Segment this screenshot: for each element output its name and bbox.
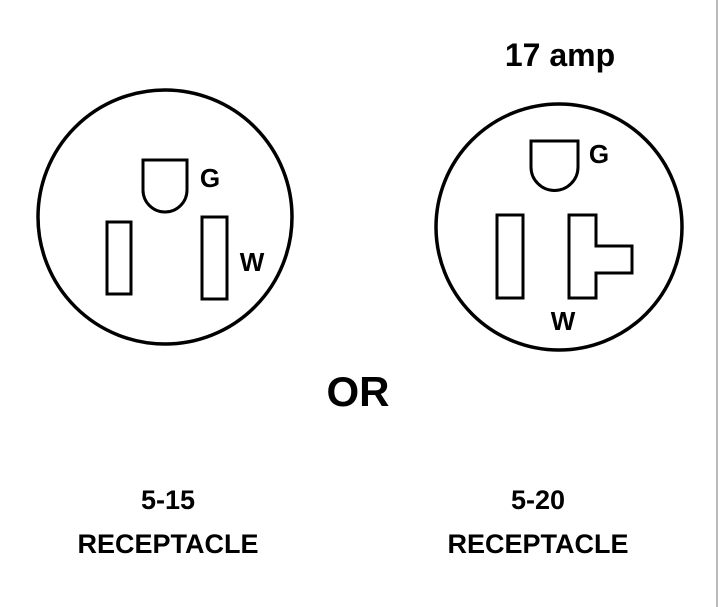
neutral-t-slot-5-20	[567, 213, 634, 300]
receptacle-5-20-outline	[434, 102, 684, 352]
hot-slot-5-15	[105, 220, 133, 296]
ground-slot-5-15	[141, 158, 189, 214]
right-border-line	[716, 0, 718, 607]
receptacle-label-5-15: RECEPTACLE	[77, 529, 258, 559]
receptacle-5-15-outline	[36, 88, 294, 346]
receptacle-code-5-20: 5-20	[511, 485, 565, 515]
or-separator: OR	[327, 368, 390, 415]
neutral-label-5-20: W	[551, 306, 576, 336]
receptacle-label-5-20: RECEPTACLE	[447, 529, 628, 559]
receptacle-code-5-15: 5-15	[141, 485, 195, 515]
hot-slot-5-20	[495, 213, 525, 300]
ground-slot-5-20	[529, 139, 580, 192]
neutral-label-5-15: W	[240, 247, 265, 277]
neutral-slot-5-15	[200, 215, 229, 301]
ground-label-5-15: G	[200, 163, 220, 193]
ground-label-5-20: G	[589, 139, 609, 169]
amp-rating-title: 17 amp	[505, 37, 615, 73]
